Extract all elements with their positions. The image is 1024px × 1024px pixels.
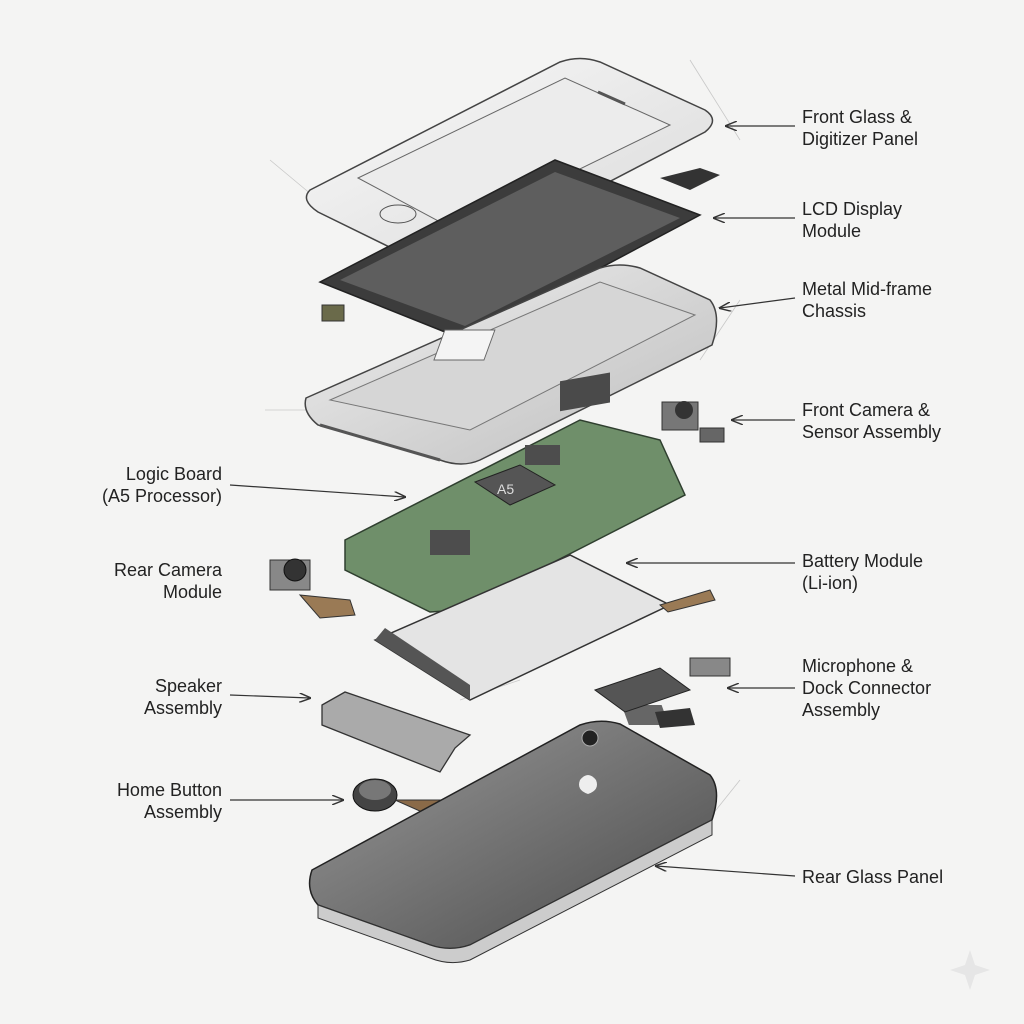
label-battery: Battery Module(Li-ion)	[802, 551, 924, 593]
microphone-dock-part	[593, 657, 731, 728]
label-front-camera: Front Camera &Sensor Assembly	[802, 400, 942, 442]
battery-module	[373, 554, 716, 701]
rear-glass-panel	[308, 720, 718, 964]
label-rear-glass: Rear Glass Panel	[802, 867, 944, 887]
metal-midframe	[304, 264, 718, 465]
label-logic-board: Logic Board(A5 Processor)	[101, 464, 222, 506]
label-front-glass: Front Glass &Digitizer Panel	[802, 107, 919, 149]
logic-board: A5	[344, 372, 686, 613]
lcd-module	[318, 159, 720, 341]
rear-camera-part	[269, 558, 356, 619]
sparkle-icon	[950, 950, 990, 990]
leader-lines	[229, 126, 796, 877]
front-glass-panel	[305, 57, 714, 267]
chip-label: A5	[497, 481, 514, 497]
speaker-part	[321, 691, 669, 773]
front-camera-part	[661, 401, 725, 443]
